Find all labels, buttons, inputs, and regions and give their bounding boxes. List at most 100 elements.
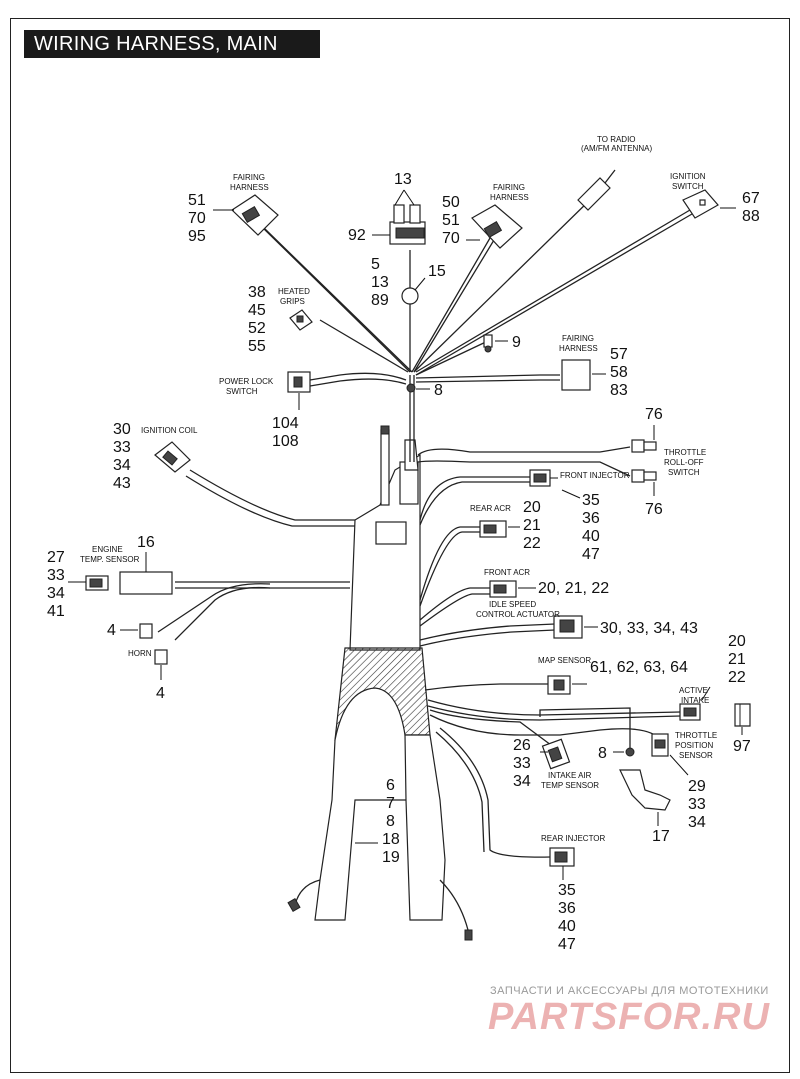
callout: 70 — [442, 230, 460, 247]
idle-speed-connector — [553, 615, 583, 639]
callout: 92 — [348, 227, 366, 244]
pigtail-right — [464, 929, 473, 941]
callout: 33 — [513, 755, 531, 772]
left-branch-wires — [157, 469, 469, 931]
throttle-rolloff-connectors — [631, 439, 657, 483]
callout: 26 — [513, 737, 531, 754]
part-label: ENGINE — [92, 545, 123, 554]
callout: 38 — [248, 284, 266, 301]
callout: 95 — [188, 228, 206, 245]
part-label: THROTTLE — [664, 448, 706, 457]
upper-branch-wires — [259, 194, 693, 387]
fairing-harness-left-connector — [231, 194, 279, 236]
front-acr-connector — [489, 580, 517, 598]
callout: 97 — [733, 738, 751, 755]
ignition-coil-connector — [154, 441, 191, 473]
callout: 51 — [442, 212, 460, 229]
part-label: GRIPS — [280, 297, 305, 306]
callout: 104 — [272, 415, 299, 432]
front-injector-connector — [529, 469, 551, 487]
callout-numbers: 51 70 95 13 92 5 13 89 15 50 51 70 67 88… — [47, 171, 760, 953]
callout: 30 — [113, 421, 131, 438]
part-label: (AM/FM ANTENNA) — [581, 144, 652, 153]
part-label: ACTIVE — [679, 686, 708, 695]
callout: 34 — [513, 773, 531, 790]
callout: 17 — [652, 828, 670, 845]
part-label: FAIRING — [493, 183, 525, 192]
callout: 4 — [156, 685, 165, 702]
callout: 7 — [386, 795, 395, 812]
part-label: HARNESS — [490, 193, 529, 202]
callout: 27 — [47, 549, 65, 566]
clip-9 — [483, 334, 493, 353]
callout: 61, 62, 63, 64 — [590, 659, 688, 676]
callout: 22 — [728, 669, 746, 686]
radio-antenna-plug — [577, 169, 616, 211]
callout: 8 — [598, 745, 607, 762]
callout: 34 — [688, 814, 706, 831]
part-label: FAIRING — [562, 334, 594, 343]
callout: 20 — [523, 499, 541, 516]
callout: 9 — [512, 334, 521, 351]
part-label: INTAKE AIR — [548, 771, 592, 780]
engine-temp-sensor — [85, 571, 173, 595]
callout: 67 — [742, 190, 760, 207]
intake-air-sensor — [541, 738, 571, 770]
callout: 47 — [558, 936, 576, 953]
callout: 21 — [728, 651, 746, 668]
callout: 19 — [382, 849, 400, 866]
part-label: CONTROL ACTUATOR — [476, 610, 560, 619]
rear-injector-connector — [549, 847, 575, 867]
part-label: SWITCH — [226, 387, 258, 396]
callout: 22 — [523, 535, 541, 552]
active-intake-connector — [679, 703, 701, 721]
callout: 76 — [645, 501, 663, 518]
callout: 57 — [610, 346, 628, 363]
callout: 40 — [582, 528, 600, 545]
callout: 16 — [137, 534, 155, 551]
throttle-position-sensor — [651, 733, 669, 757]
clip-8-top — [406, 383, 416, 393]
part-label: FRONT ACR — [484, 568, 530, 577]
part-label: HARNESS — [559, 344, 598, 353]
callout: 88 — [742, 208, 760, 225]
callout: 33 — [47, 567, 65, 584]
part-labels: FAIRING HARNESS FAIRING HARNESS TO RADIO… — [80, 135, 717, 843]
callout: 8 — [434, 382, 443, 399]
callout: 45 — [248, 302, 266, 319]
part-label: FAIRING — [233, 173, 265, 182]
callout: 18 — [382, 831, 400, 848]
part-label: MAP SENSOR — [538, 656, 591, 665]
callout: 13 — [371, 274, 389, 291]
callout: 52 — [248, 320, 266, 337]
map-sensor-connector — [547, 675, 571, 695]
callout: 35 — [582, 492, 600, 509]
fairing-harness-mid-connector — [471, 204, 523, 249]
callout: 36 — [582, 510, 600, 527]
watermark-tagline: ЗАПЧАСТИ И АКСЕССУАРЫ ДЛЯ МОТОТЕХНИКИ — [490, 985, 769, 997]
page-title: WIRING HARNESS, MAIN — [24, 30, 320, 58]
callout: 36 — [558, 900, 576, 917]
callout: 50 — [442, 194, 460, 211]
part-label: POWER LOCK — [219, 377, 274, 386]
leader-lines — [68, 189, 743, 880]
callout: 5 — [371, 256, 380, 273]
heated-grips-connector — [289, 309, 313, 331]
diagram-frame — [10, 18, 790, 1073]
callout: 35 — [558, 882, 576, 899]
callout: 89 — [371, 292, 389, 309]
part-label: REAR ACR — [470, 504, 511, 513]
pigtail-left — [287, 897, 301, 913]
callout: 70 — [188, 210, 206, 227]
watermark-logo: PARTSFOR.RU — [488, 996, 770, 1038]
part-97 — [734, 703, 751, 727]
callout: 15 — [428, 263, 446, 280]
part-label: ROLL-OFF — [664, 458, 704, 467]
callout: 6 — [386, 777, 395, 794]
horn-connectors — [139, 623, 168, 665]
callout: 43 — [113, 475, 131, 492]
part-label: HEATED — [278, 287, 310, 296]
part-label: THROTTLE — [675, 731, 717, 740]
relay — [389, 204, 426, 245]
fairing-harness-right-connector — [561, 359, 591, 391]
